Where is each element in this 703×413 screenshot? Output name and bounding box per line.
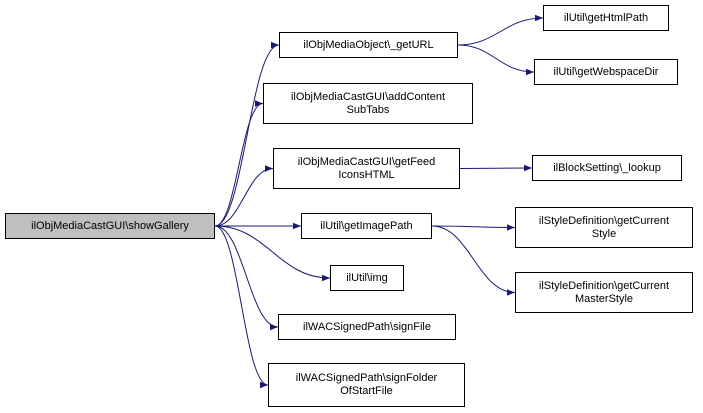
node-get-image-path[interactable]: ilUtil\getImagePath [301, 213, 432, 239]
node-label-line: ilObjMediaCastGUI\getFeed [297, 155, 436, 168]
node-get-feed-icons-html[interactable]: ilObjMediaCastGUI\getFeed IconsHTML [273, 148, 460, 189]
edge-root-to-addcontent [214, 100, 264, 227]
node-get-html-path[interactable]: ilUtil\getHtmlPath [543, 5, 669, 31]
node-label-line: ilStyleDefinition\getCurrent [538, 214, 670, 227]
node-label-line: ilObjMediaCastGUI\showGallery [31, 219, 189, 232]
node-label-line: ilObjMediaObject\_getURL [303, 38, 434, 51]
edge-root-to-geturl [214, 41, 280, 227]
node-label-line: ilUtil\getImagePath [320, 219, 413, 232]
node-sign-file[interactable]: ilWACSignedPath\signFile [278, 314, 456, 340]
node-get-current-master-style[interactable]: ilStyleDefinition\getCurrent MasterStyle [515, 272, 693, 313]
node-label-line: ilStyleDefinition\getCurrent [538, 279, 670, 292]
node-block-setting-lookup[interactable]: ilBlockSetting\_lookup [532, 155, 682, 181]
node-label-line: ilUtil\img [346, 271, 388, 284]
edge-geturl-to-htmlpath [457, 14, 544, 46]
node-label-line: OfStartFile [340, 385, 393, 397]
node-show-gallery: ilObjMediaCastGUI\showGallery [5, 213, 215, 239]
node-label-line: IconsHTML [338, 168, 395, 181]
node-label-line: ilUtil\getWebspaceDir [553, 65, 659, 78]
edge-root-to-img [214, 225, 331, 282]
edge-getfeed-to-lookup [459, 164, 533, 172]
node-add-content-sub-tabs[interactable]: ilObjMediaCastGUI\addContent SubTabs [263, 83, 473, 124]
node-get-webspace-dir[interactable]: ilUtil\getWebspaceDir [534, 59, 678, 85]
edge-root-to-signfolder [214, 225, 269, 389]
edge-root-to-signfile [214, 225, 279, 331]
node-label-line: ilObjMediaCastGUI\addContent [290, 90, 446, 103]
edge-geturl-to-webspace [457, 44, 535, 76]
node-img[interactable]: ilUtil\img [330, 265, 404, 291]
node-label-line: ilWACSignedPath\signFolder [295, 372, 438, 384]
node-sign-folder-of-start-file[interactable]: ilWACSignedPath\signFolder OfStartFile [268, 363, 465, 407]
edge-imagepath-to-curstyle [431, 224, 516, 231]
node-label-line: ilBlockSetting\_lookup [553, 161, 661, 174]
node-label-line: ilWACSignedPath\signFile [303, 320, 431, 333]
node-get-current-style[interactable]: ilStyleDefinition\getCurrent Style [515, 207, 693, 248]
edge-imagepath-to-curmaster [431, 225, 516, 296]
node-get-url[interactable]: ilObjMediaObject\_getURL [279, 32, 458, 58]
node-label-line: Style [591, 227, 617, 240]
node-label-line: SubTabs [346, 103, 390, 116]
node-label-line: ilUtil\getHtmlPath [563, 11, 649, 24]
edge-root-to-getfeed [214, 165, 274, 227]
node-label-line: MasterStyle [574, 292, 634, 305]
